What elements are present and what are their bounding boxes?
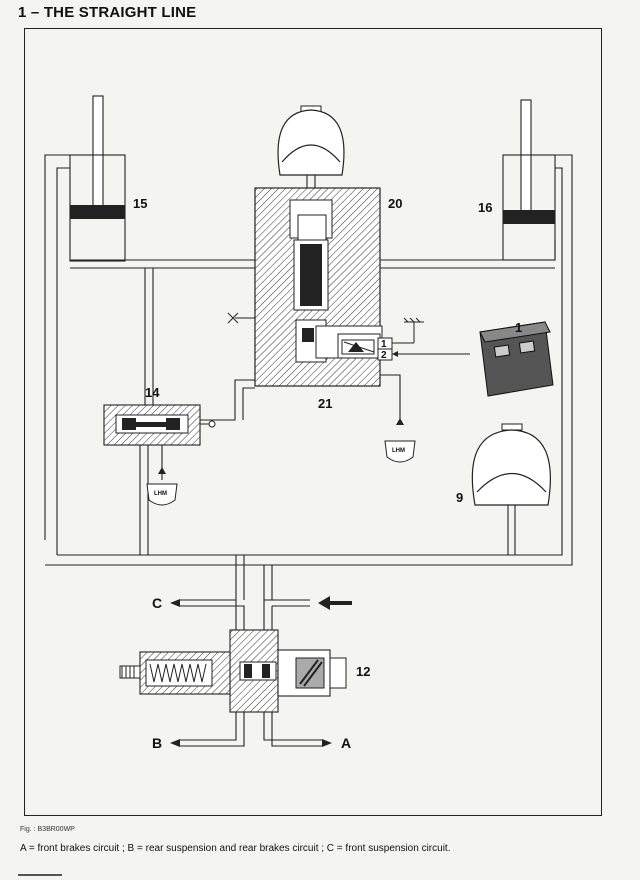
label-9: 9 <box>456 490 463 505</box>
lhm-label-right: LHM <box>392 448 405 454</box>
diagram-frame <box>24 28 602 816</box>
arrow-a <box>322 739 332 747</box>
label-1: 1 <box>515 320 522 335</box>
piston-16 <box>503 210 555 224</box>
flow-arrows <box>170 596 352 747</box>
control-valve-block <box>254 187 470 387</box>
arrow-b <box>170 739 180 747</box>
bleed-screw <box>227 312 239 324</box>
label-14: 14 <box>145 385 160 400</box>
valve-spool <box>300 244 322 306</box>
valve-slide <box>302 328 314 342</box>
pipe-network <box>44 154 573 747</box>
cylinder-16 <box>502 99 556 261</box>
label-15: 15 <box>133 196 147 211</box>
page-title: 1 – THE STRAIGHT LINE <box>18 4 197 21</box>
port-label-1: 1 <box>381 339 387 350</box>
valve-12 <box>119 629 347 713</box>
port-label-2: 2 <box>381 350 387 361</box>
label-c: C <box>152 595 162 611</box>
valve-14 <box>103 404 216 446</box>
cylinder-15 <box>69 95 126 262</box>
ecu-1 <box>479 321 554 397</box>
footer-rule <box>18 874 62 876</box>
accumulator-20 <box>277 105 345 176</box>
lhm-label-left: LHM <box>154 491 167 497</box>
figure-reference: Fig. : B3BR00WP <box>20 826 75 833</box>
figure-caption: A = front brakes circuit ; B = rear susp… <box>20 843 451 854</box>
lhm-reservoir-right: LHM <box>384 418 416 463</box>
arrow-c <box>170 599 180 607</box>
accumulator-9 <box>471 423 551 506</box>
label-16: 16 <box>478 200 492 215</box>
label-12: 12 <box>356 664 370 679</box>
label-21: 21 <box>318 396 332 411</box>
piston-15 <box>70 205 125 219</box>
label-b: B <box>152 735 162 751</box>
label-20: 20 <box>388 196 402 211</box>
lhm-reservoir-left: LHM <box>146 467 178 506</box>
label-a: A <box>341 735 351 751</box>
